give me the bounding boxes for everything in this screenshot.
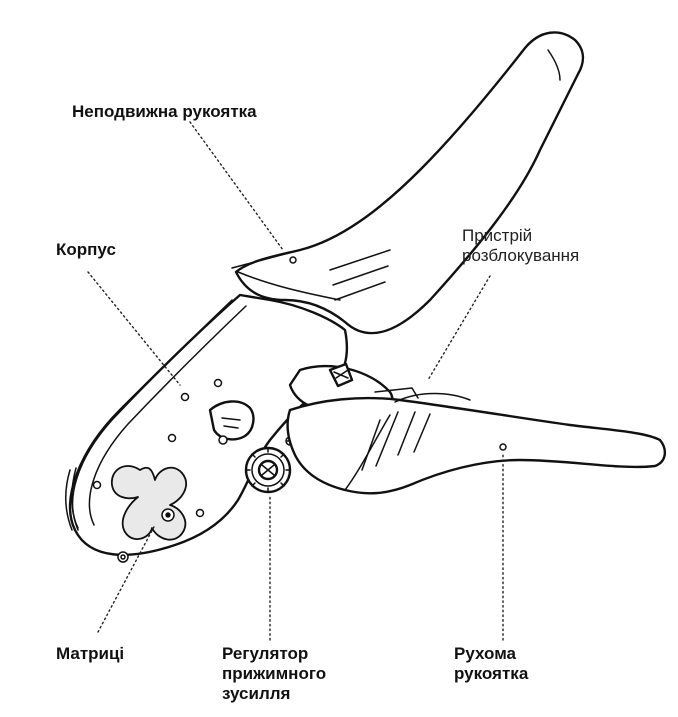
label-unlock-device-line2: розблокування [462,246,579,266]
label-body: Корпус [56,240,116,260]
label-force-regulator-line1: Регулятор [222,644,326,664]
fixed-handle [232,32,583,333]
label-dies: Матриці [56,644,124,664]
label-movable-handle-line1: Рухома [454,644,528,664]
label-fixed-handle: Неподвижна рукоятка [72,102,257,122]
label-force-regulator-line3: зусилля [222,684,326,704]
label-unlock-device: Пристрій розблокування [462,226,579,266]
label-force-regulator-line2: прижимного [222,664,326,684]
label-movable-handle-line2: рукоятка [454,664,528,684]
movable-handle [288,388,665,493]
label-force-regulator: Регулятор прижимного зусилля [222,644,326,704]
label-movable-handle: Рухома рукоятка [454,644,528,684]
label-unlock-device-line1: Пристрій [462,226,579,246]
